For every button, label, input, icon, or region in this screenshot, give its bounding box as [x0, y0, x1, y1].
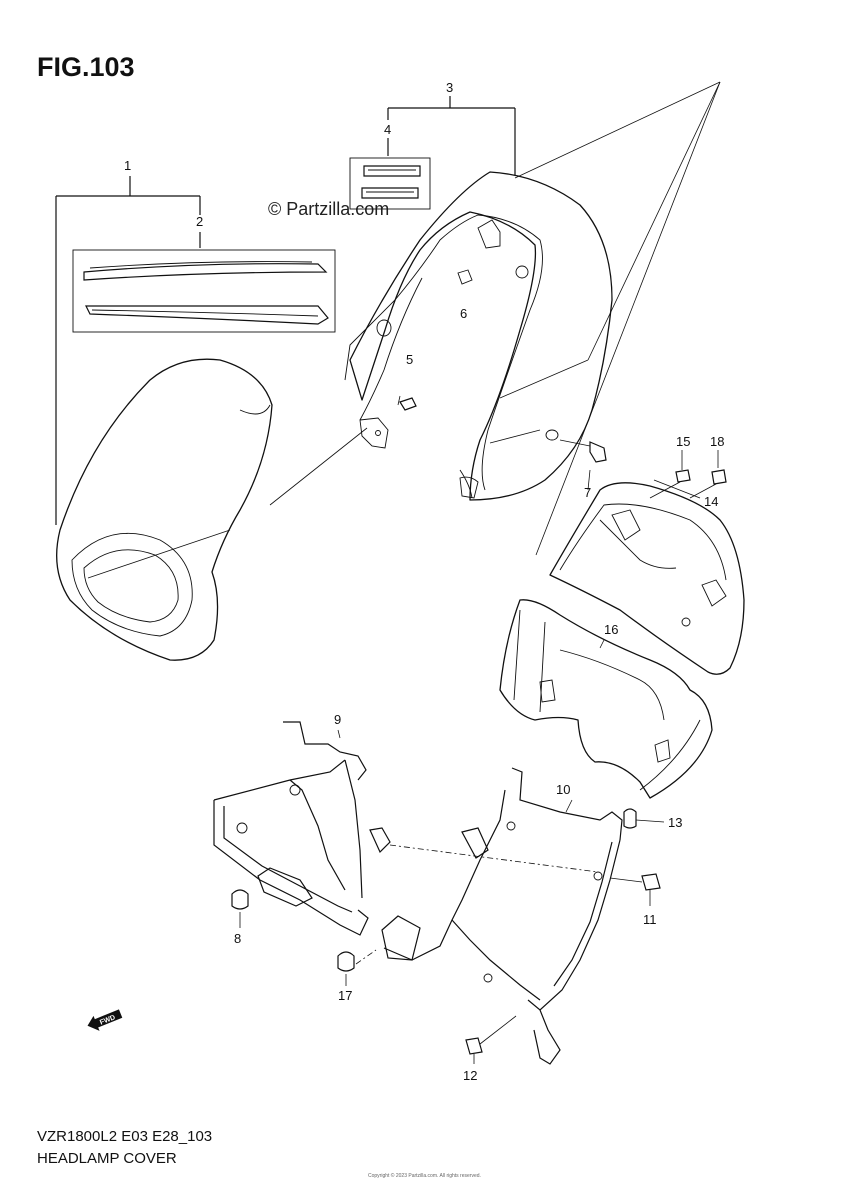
- group-bracket-3: [387, 96, 516, 178]
- callout-15: 15: [676, 434, 690, 449]
- part-16-lower-panel: [499, 599, 713, 799]
- callout-16: 16: [604, 622, 618, 637]
- callout-labels: 1 2 3 4 5 6 7 8 9 10 11 12 13 14 15 16 1…: [124, 80, 724, 1083]
- part-18-grommet: [689, 450, 727, 499]
- callout-10: 10: [556, 782, 570, 797]
- part-14-inner-housing: [549, 479, 745, 675]
- forward-arrow-icon: FWD: [87, 1009, 123, 1031]
- callout-12: 12: [463, 1068, 477, 1083]
- callout-18: 18: [710, 434, 724, 449]
- model-code: VZR1800L2 E03 E28_103: [37, 1128, 213, 1145]
- callout-4: 4: [384, 122, 391, 137]
- callout-13: 13: [668, 815, 682, 830]
- part-1-headlamp-cover: [56, 358, 273, 661]
- part-17-grommet: [337, 951, 355, 986]
- projection-lines: [87, 81, 721, 579]
- part-3-outer-cover: [344, 171, 613, 501]
- part-7-screw: [559, 439, 607, 491]
- callout-17: 17: [338, 988, 352, 1003]
- callout-9: 9: [334, 712, 341, 727]
- figure-title: FIG.103: [37, 52, 135, 82]
- callout-1: 1: [124, 158, 131, 173]
- callout-7: 7: [584, 485, 591, 500]
- part-11-bolt: [609, 873, 661, 906]
- part-4-emblem-set: [349, 157, 431, 210]
- alignment-lines: [355, 844, 599, 965]
- callout-6: 6: [460, 306, 467, 321]
- callout-11: 11: [643, 912, 657, 927]
- part-5-screw: [397, 395, 417, 411]
- part-2-stripe-set: [72, 249, 336, 333]
- callout-3: 3: [446, 80, 453, 95]
- part-12-bolt: [465, 1015, 517, 1064]
- part-10-right-bracket: [381, 767, 623, 1065]
- part-8-grommet: [231, 889, 249, 928]
- group-bracket-1: [55, 176, 201, 525]
- watermark: © Partzilla.com: [268, 199, 390, 219]
- callout-5: 5: [406, 352, 413, 367]
- callout-8: 8: [234, 931, 241, 946]
- copyright-fine-print: Copyright © 2023 Partzilla.com. All righ…: [368, 1173, 481, 1179]
- part-9-left-bracket: [213, 721, 391, 936]
- callout-2: 2: [196, 214, 203, 229]
- diagram-name: HEADLAMP COVER: [37, 1150, 177, 1167]
- fwd-label: FWD: [99, 1014, 116, 1026]
- part-15-nut: [649, 450, 691, 499]
- part-13-collar: [623, 808, 665, 829]
- callout-14: 14: [704, 494, 718, 509]
